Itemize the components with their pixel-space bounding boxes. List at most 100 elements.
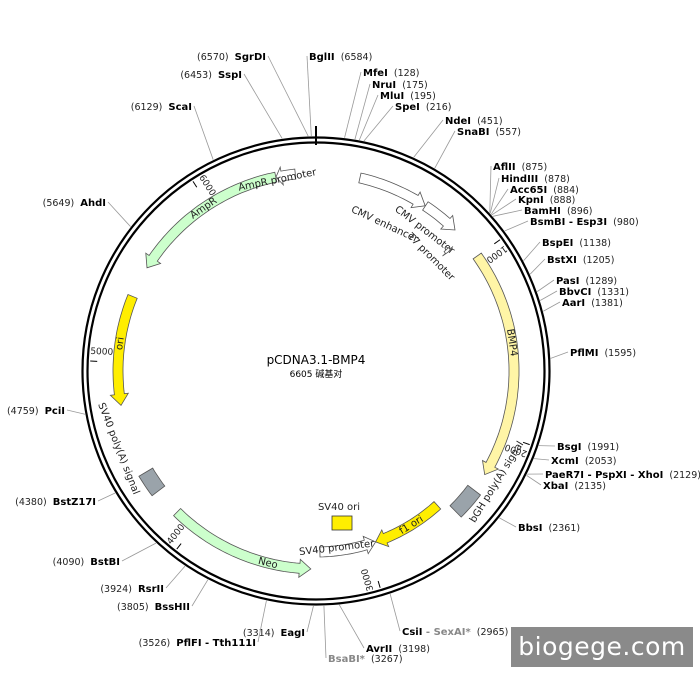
site-position: (6584): [341, 52, 373, 63]
site-label-ahdi: (5649) AhdI: [43, 198, 106, 209]
site-kpni: KpnI (888): [518, 195, 575, 206]
site-name: RsrII: [138, 584, 164, 595]
scale-tick-3000: [377, 580, 381, 588]
site-leader-bspei: [523, 241, 541, 262]
site-position: (1991): [588, 442, 620, 453]
site-bbvci: BbvCI (1331): [559, 287, 629, 298]
site-name: BsmBI - Esp3I: [530, 217, 607, 228]
site-name: BspEI: [542, 238, 573, 249]
site-position: (3526): [139, 638, 171, 649]
site-position: (1381): [591, 298, 623, 309]
site-label-bbsi: BbsI (2361): [518, 523, 580, 534]
site-label-bamhi: BamHI (896): [524, 206, 592, 217]
site-position: (1595): [604, 348, 636, 359]
site-leader-snabi: [434, 130, 456, 169]
site-bsshii: (3805) BssHII: [117, 602, 190, 613]
feature-cmv-enhancer: [358, 172, 426, 209]
site-name: SnaBI: [457, 127, 489, 138]
site-leader-bsmbi-esp3i: [504, 220, 529, 232]
site-position: (195): [410, 91, 436, 102]
site-name: HindIII: [501, 174, 538, 185]
site-name: PasI: [556, 276, 579, 287]
site-label-bglii: BglII (6584): [309, 52, 372, 63]
site-ahdi: (5649) AhdI: [43, 198, 106, 209]
site-leader-spei: [363, 105, 394, 142]
site-pflmi: PflMI (1595): [570, 348, 636, 359]
site-bstbi: (4090) BstBI: [53, 557, 120, 568]
site-position: (878): [544, 174, 570, 185]
site-position: (875): [522, 162, 548, 173]
site-position: (3805): [117, 602, 149, 613]
scale-tick-4000: [176, 543, 182, 550]
site-name: BsaBI*: [328, 654, 366, 665]
site-label-bstxi: BstXI (1205): [547, 255, 614, 266]
site-position: (5649): [43, 198, 75, 209]
site-position: (4090): [53, 557, 85, 568]
site-avrii: AvrII (3198): [366, 644, 430, 655]
site-position: (3267): [371, 654, 403, 665]
site-leader-rsrii: [165, 565, 186, 589]
site-leader-csii-sexai: [389, 593, 401, 632]
site-label-acc65i: Acc65I (884): [510, 185, 579, 196]
site-leader-ndei: [413, 119, 444, 158]
site-position: (6570): [197, 52, 229, 63]
site-name: XcmI: [551, 456, 579, 467]
site-paer7i-pspxi-xhoi: PaeR7I - PspXI - XhoI (2129): [545, 470, 700, 481]
site-leader-bbsi: [499, 517, 517, 528]
feature-neo: [173, 507, 312, 579]
site-position: (451): [477, 116, 503, 127]
site-label-xcmi: XcmI (2053): [551, 456, 616, 467]
site-label-bstz17i: (4380) BstZ17I: [15, 497, 96, 508]
site-name: PciI: [45, 406, 65, 417]
site-label-xbai: XbaI (2135): [543, 481, 606, 492]
site-label-sgrdi: (6570) SgrDI: [197, 52, 266, 63]
site-name: MluI: [380, 91, 404, 102]
site-hindiii: HindIII (878): [501, 174, 570, 185]
site-leader-hindiii: [489, 177, 500, 214]
site-name: PaeR7I - PspXI - XhoI: [545, 470, 663, 481]
feature-label-f1-ori: f1 ori: [398, 514, 426, 537]
site-position: (1331): [597, 287, 629, 298]
scale-tick-1000: [494, 239, 501, 245]
site-leader-sspi: [243, 73, 283, 139]
site-rsrii: (3924) RsrII: [100, 584, 164, 595]
site-position: (896): [567, 206, 593, 217]
site-eagi: (3314) EagI: [243, 628, 305, 639]
site-name: NdeI: [445, 116, 471, 127]
site-position: (2135): [574, 481, 606, 492]
feature-label-ampr-promoter: AmpR promoter: [237, 167, 318, 194]
site-name: SpeI: [395, 102, 420, 113]
site-name-secondary: - SexAI*: [422, 627, 471, 638]
scale-tick-label: 3000: [360, 567, 376, 592]
site-leader-ahdi: [107, 201, 131, 227]
site-leader-nrui: [354, 83, 371, 140]
site-snabi: SnaBI (557): [457, 127, 521, 138]
site-position: (2053): [585, 456, 617, 467]
site-name: BstZ17I: [53, 497, 96, 508]
scale-tick-label: 6000: [196, 173, 217, 198]
site-name: BssHII: [155, 602, 190, 613]
site-scai: (6129) ScaI: [131, 102, 192, 113]
site-label-bspei: BspEI (1138): [542, 238, 611, 249]
site-label-bstbi: (4090) BstBI: [53, 557, 120, 568]
site-label-pasi: PasI (1289): [556, 276, 617, 287]
site-label-pflfi-tth111i: (3526) PflFI - Tth111I: [139, 638, 256, 649]
site-name: Acc65I: [510, 185, 547, 196]
site-xbai: XbaI (2135): [543, 481, 606, 492]
feature-label-bmp4: BMP4: [504, 328, 519, 357]
site-leader-xbai: [526, 475, 542, 486]
site-position: (980): [613, 217, 639, 228]
backbone: [81, 126, 551, 606]
site-bamhi: BamHI (896): [524, 206, 592, 217]
site-bsabi: BsaBI* (3267): [328, 654, 403, 665]
site-sgrdi: (6570) SgrDI: [197, 52, 266, 63]
site-label-eagi: (3314) EagI: [243, 628, 305, 639]
site-name: SspI: [218, 70, 242, 81]
site-label-spei: SpeI (216): [395, 102, 451, 113]
site-name: MfeI: [363, 68, 388, 79]
site-label-aflii: AflII (875): [493, 162, 547, 173]
site-name: BglII: [309, 52, 335, 63]
